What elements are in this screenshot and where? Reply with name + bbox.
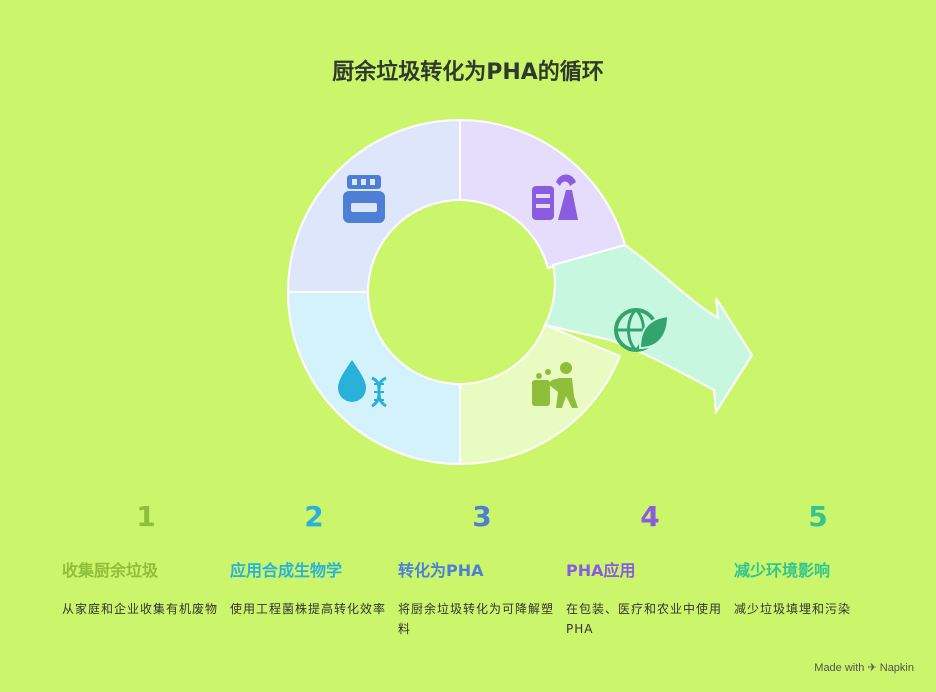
step-label: 应用合成生物学 [230, 561, 343, 580]
step-number: 4 [640, 500, 660, 533]
step-number: 5 [808, 500, 828, 533]
step-description: 从家庭和企业收集有机废物 [62, 602, 219, 616]
step-5: 5 减少环境影响 减少垃圾填埋和污染 [734, 500, 902, 619]
globe-leaf-icon [614, 308, 670, 352]
page-title: 厨余垃圾转化为PHA的循环 [332, 60, 604, 85]
step-number: 3 [472, 500, 492, 533]
step-label: 转化为PHA [398, 561, 484, 580]
container-icon [343, 175, 385, 223]
droplet-dna-icon [338, 360, 387, 408]
step-label: 收集厨余垃圾 [62, 561, 159, 580]
step-description: 使用工程菌株提高转化效率 [230, 602, 387, 616]
step-1: 1 收集厨余垃圾 从家庭和企业收集有机废物 [62, 500, 230, 619]
step-2: 2 应用合成生物学 使用工程菌株提高转化效率 [230, 500, 398, 619]
step-number: 1 [136, 500, 156, 533]
step-label: 减少环境影响 [734, 561, 831, 580]
step-label: PHA应用 [566, 561, 636, 580]
step-description: 将厨余垃圾转化为可降解塑料 [398, 602, 555, 636]
packaging-icon [532, 174, 578, 220]
step-description: 减少垃圾填埋和污染 [734, 602, 852, 616]
step-description: 在包装、医疗和农业中使用PHA [566, 602, 723, 636]
step-4: 4 PHA应用 在包装、医疗和农业中使用PHA [566, 500, 734, 639]
worker-bin-icon [532, 362, 578, 408]
step-3: 3 转化为PHA 将厨余垃圾转化为可降解塑料 [398, 500, 566, 639]
made-with-napkin-badge[interactable]: Made with ✈ Napkin [814, 662, 914, 674]
step-number: 2 [304, 500, 324, 533]
